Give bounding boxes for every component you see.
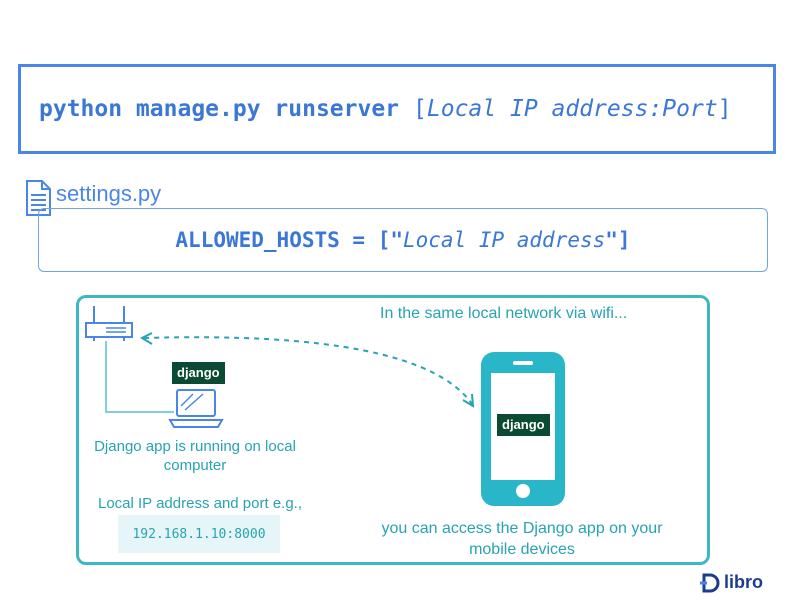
- ip-address-example: 192.168.1.10:8000: [118, 515, 280, 553]
- django-logo-laptop: django: [172, 362, 225, 384]
- laptop-caption: Django app is running on local computer: [94, 438, 296, 474]
- settings-code-box: ALLOWED_HOSTS = ["Local IP address"]: [38, 208, 768, 272]
- laptop-icon: [168, 389, 224, 428]
- settings-filename: settings.py: [56, 181, 162, 206]
- dlibro-logo: libro: [700, 572, 763, 593]
- command-text: python manage.py runserver: [39, 96, 400, 122]
- ip-address-label: Local IP address and port e.g.,: [97, 495, 303, 512]
- arg-close-bracket: ]: [717, 96, 732, 122]
- wifi-connection-arrow: [143, 336, 473, 405]
- arrowhead-left: [139, 332, 153, 345]
- command-box: python manage.py runserver [Local IP add…: [18, 64, 776, 154]
- arrowhead-right: [462, 393, 475, 408]
- arg-placeholder: Local IP address:Port: [426, 96, 718, 122]
- network-diagram-box: [76, 295, 710, 565]
- mobile-caption: you can access the Django app on your mo…: [381, 520, 663, 558]
- network-caption: In the same local network via wifi...: [380, 305, 628, 322]
- router-icon: [85, 306, 133, 341]
- django-logo-phone: django: [497, 414, 550, 436]
- command-argument: [Local IP address:Port]: [413, 96, 732, 122]
- allowed-hosts-placeholder: Local IP address: [402, 228, 606, 252]
- allowed-hosts-suffix: "]: [605, 228, 631, 252]
- file-icon: [26, 180, 51, 216]
- logo-text: libro: [724, 572, 763, 592]
- d-logo-icon: [700, 573, 720, 592]
- network-cable: [105, 341, 174, 413]
- arg-open-bracket: [: [413, 96, 427, 122]
- allowed-hosts-prefix: ALLOWED_HOSTS = [": [175, 228, 403, 252]
